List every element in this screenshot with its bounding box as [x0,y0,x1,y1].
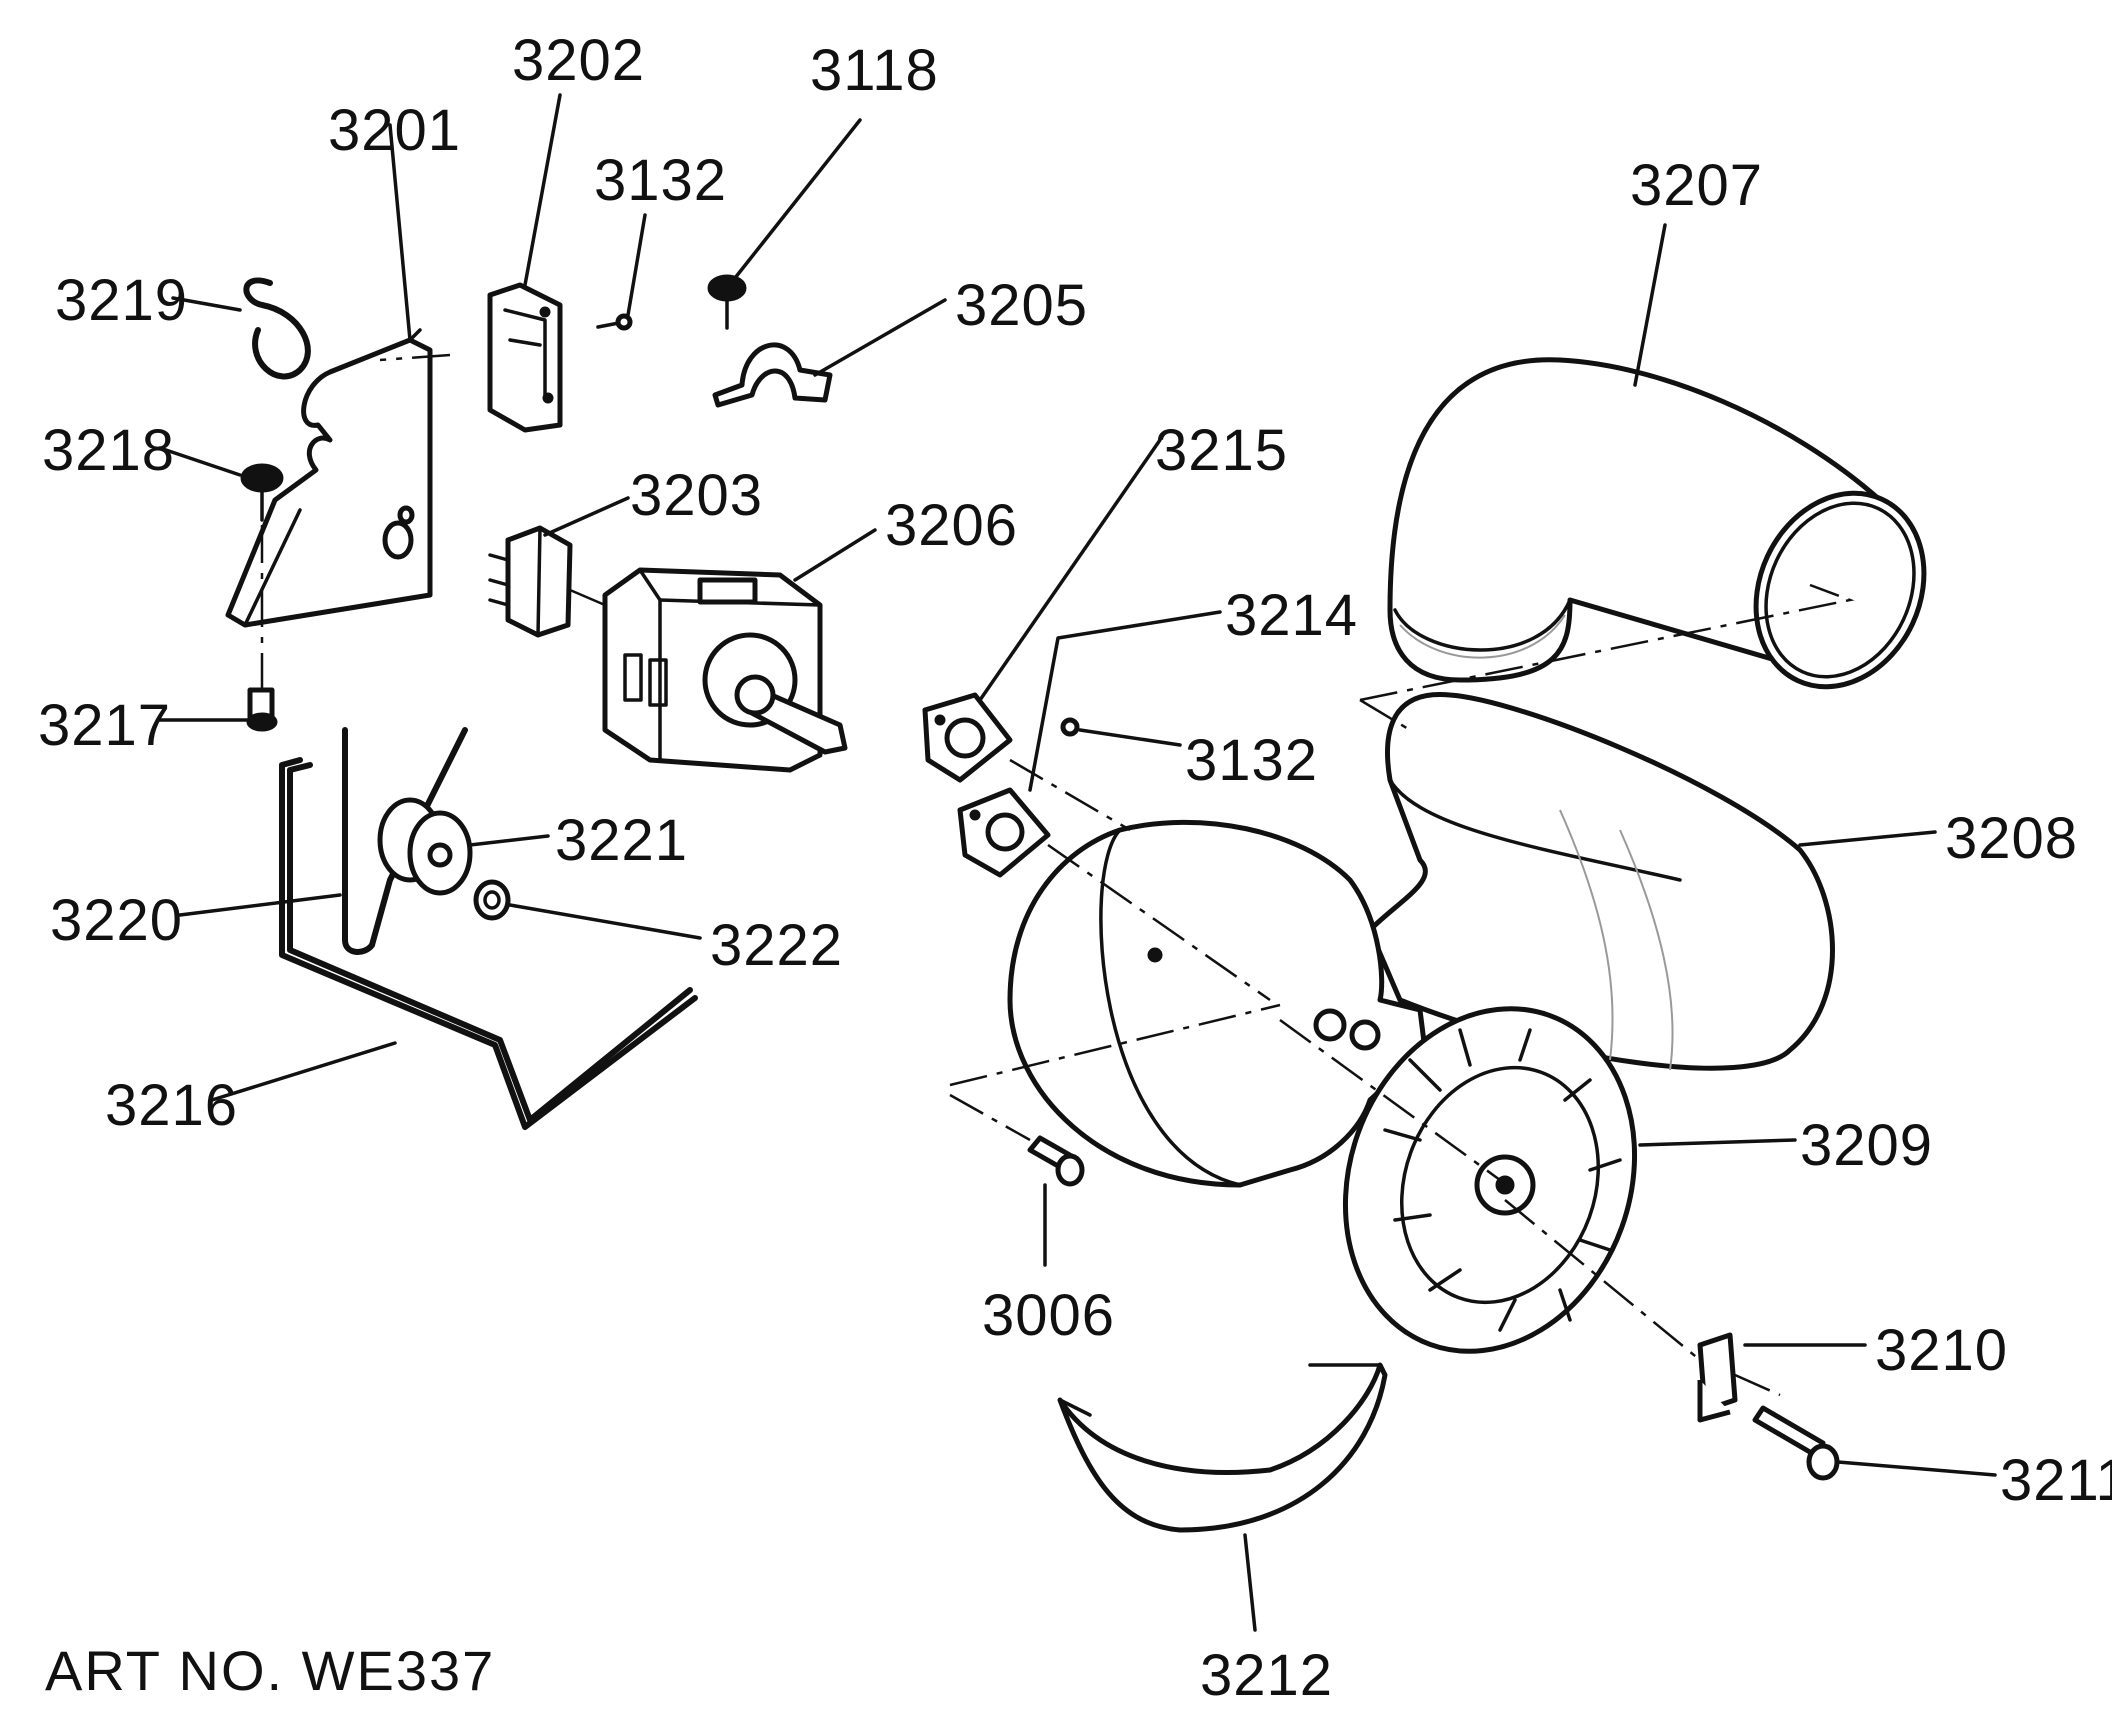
callout-3132-top: 3132 [594,148,727,213]
callout-3216: 3216 [105,1073,238,1138]
part-3218-nut [240,463,284,522]
callout-3132-mid: 3132 [1185,728,1318,793]
part-3206-motor [602,567,848,773]
callout-3220: 3220 [50,888,183,953]
part-3207-elbow-duct [1387,357,1927,690]
leader-lines [156,93,1997,1632]
part-3202-plate [487,282,563,433]
part-3217-bolt [246,687,278,732]
callout-3202: 3202 [512,28,645,93]
callout-3210: 3210 [1875,1318,2008,1383]
part-3215-gasket [922,692,1013,783]
part-3205-clamp [712,342,833,408]
callout-3206: 3206 [885,493,1018,558]
part-3211-bolt [1752,1405,1840,1481]
part-3006-screw [1027,1135,1085,1187]
callout-3205: 3205 [955,273,1088,338]
assembly-guide-lines [260,353,1855,1397]
part-3214-gasket [957,787,1051,878]
part-3209-fan-wheel [1342,1006,1638,1354]
callout-3221: 3221 [555,808,688,873]
callout-3222: 3222 [710,913,843,978]
callout-3118: 3118 [810,38,939,103]
part-3203-switch [488,525,573,638]
callout-labels: 3201 3202 3132 3118 3219 3205 3207 3218 … [38,28,2112,1708]
callout-3211: 3211 [2000,1448,2112,1513]
part-3209-blower-housing [1007,819,1428,1188]
callout-3203: 3203 [630,463,763,528]
part-3212-shroud [1057,1362,1388,1533]
callout-3217: 3217 [38,693,171,758]
part-3208-duct [1367,691,1835,1071]
callout-3201: 3201 [328,98,461,163]
part-3221-pulley [377,797,473,896]
part-3132-screw-mid [1060,717,1080,737]
part-3118-screw [707,274,747,330]
part-3219-clip [243,277,311,380]
callout-3006: 3006 [982,1283,1115,1348]
callout-3208: 3208 [1945,806,2078,871]
callout-3212: 3212 [1200,1643,1333,1708]
part-3216-wire-frame [279,757,698,1130]
part-3201-bracket [225,328,433,628]
callout-3214: 3214 [1225,583,1358,648]
callout-3209: 3209 [1800,1113,1933,1178]
art-number-label: ART NO. WE337 [45,1639,495,1702]
callout-3218: 3218 [42,418,175,483]
part-3222-bushing [473,879,511,921]
part-3210-clip [1697,1332,1738,1423]
callout-3215: 3215 [1155,418,1288,483]
callout-3207: 3207 [1630,153,1763,218]
part-3220-spring-arm [342,727,468,955]
callout-3219: 3219 [55,268,188,333]
part-3132-screw-top [596,313,633,331]
